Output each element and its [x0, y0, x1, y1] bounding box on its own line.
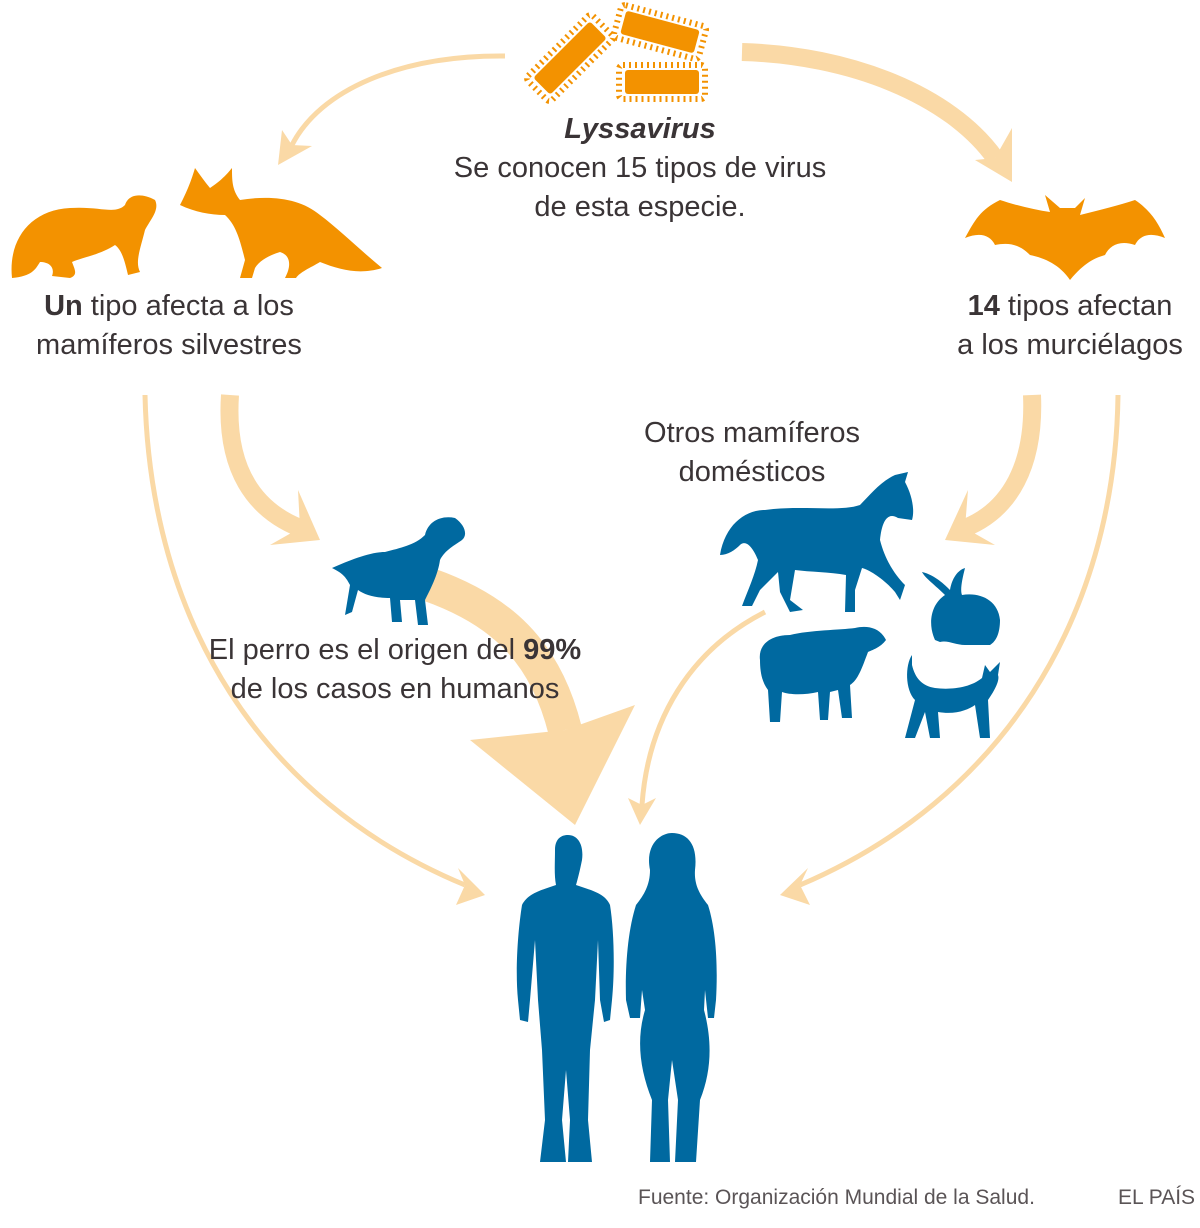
ferret-icon [11, 195, 157, 278]
wild-label: Un tipo afecta a los mamíferos silvestre… [0, 287, 338, 365]
rabbit-icon [922, 568, 1000, 645]
arrow-domestic-to-humans [639, 609, 767, 806]
arrow-virus-to-wild [289, 53, 506, 147]
dog-icon [332, 517, 466, 625]
domestic-line1: Otros mamíferos [644, 417, 860, 449]
bats-line1: tipos afectan [999, 290, 1173, 322]
bats-line2: a los murciélagos [957, 329, 1183, 361]
virus-name: Lyssavirus [564, 113, 716, 145]
wild-line1: tipo afecta a los [82, 290, 294, 322]
dog-label: El perro es el origen del 99% de los cas… [170, 631, 620, 709]
arrow-wild-to-humans [142, 394, 466, 888]
cat-icon [905, 655, 1000, 738]
dog-percent: 99% [523, 634, 582, 666]
arrows [142, 43, 1121, 888]
virus-icon [524, 12, 616, 104]
arrowheads [270, 128, 1012, 905]
arrow-wild-to-dog [220, 394, 304, 537]
domestic-label: Otros mamíferos domésticos [602, 414, 902, 492]
brand-logo: EL PAÍS [1118, 1186, 1196, 1209]
wild-count: Un [44, 290, 83, 322]
virus-line1: Se conocen 15 tipos de virus [453, 152, 827, 184]
dog-line2: de los casos en humanos [230, 673, 560, 705]
humans-icons [516, 833, 717, 1162]
wild-mammals-icons [11, 168, 382, 278]
bats-count: 14 [967, 290, 1000, 322]
wild-line2: mamíferos silvestres [36, 329, 302, 361]
arrow-bats-to-humans [799, 394, 1121, 888]
arrow-bats-to-domestic [961, 394, 1042, 537]
virus-icons [524, 2, 710, 104]
domestic-line2: domésticos [678, 456, 826, 488]
horse-icon [720, 472, 914, 612]
fox-icon [180, 168, 382, 278]
man-icon [516, 835, 614, 1162]
virus-icon [616, 62, 708, 102]
virus-icon [610, 2, 710, 62]
arrow-dog-to-humans [424, 568, 582, 735]
bats-label: 14 tipos afectan a los murciélagos [930, 287, 1200, 365]
dog-line1: El perro es el origen del [208, 634, 524, 666]
virus-label: Lyssavirus Se conocen 15 tipos de virus … [440, 110, 840, 227]
bat-icon [965, 195, 1165, 280]
arrow-virus-to-bats [741, 43, 1003, 164]
virus-line2: de esta especie. [534, 191, 746, 223]
source-note: Fuente: Organización Mundial de la Salud… [638, 1186, 1035, 1209]
sheep-icon [759, 626, 886, 722]
domestic-animals-icons [720, 472, 1000, 738]
woman-icon [625, 833, 717, 1162]
